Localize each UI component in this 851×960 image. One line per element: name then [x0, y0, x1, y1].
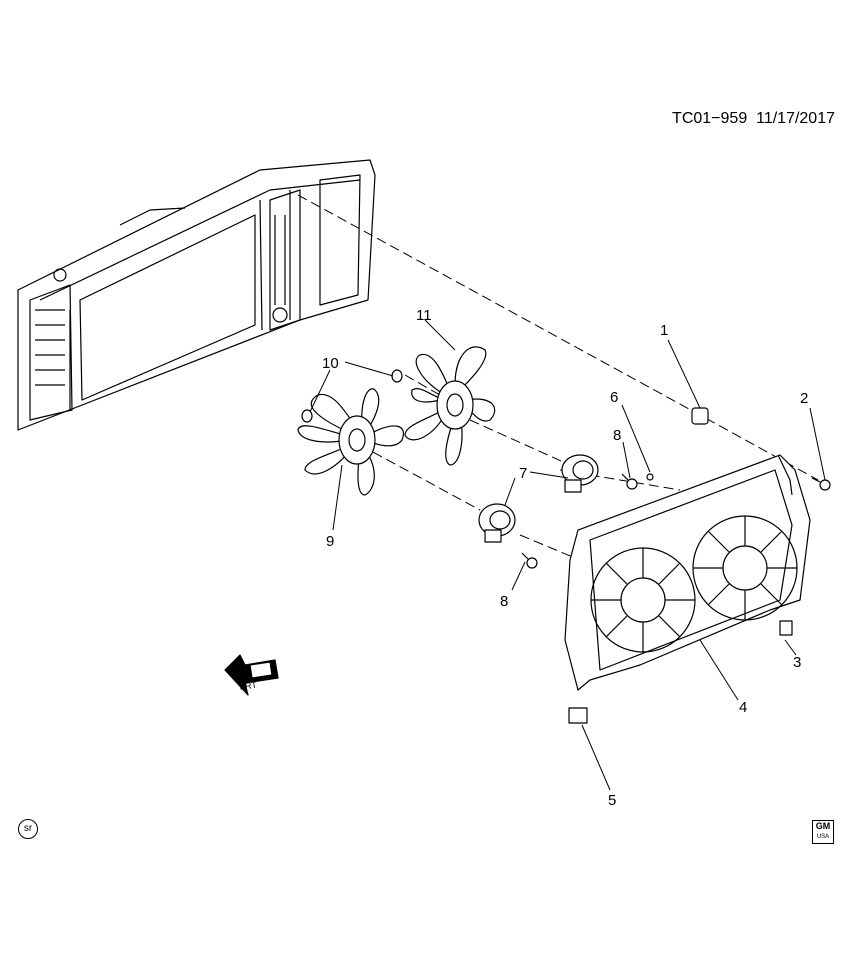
bolt-8-lower [521, 552, 538, 569]
diagram-code: TC01−959 [672, 110, 748, 127]
callout-labels: 1 2 3 4 5 6 7 8 8 9 10 11 FRT [239, 307, 808, 809]
fan-blade-11 [404, 346, 496, 466]
nut-6 [646, 473, 654, 481]
bolt-8-upper [621, 473, 638, 490]
clip-3 [779, 620, 793, 636]
callout-4: 4 [739, 699, 747, 716]
sr-badge: sr [18, 819, 38, 839]
callout-5: 5 [608, 792, 616, 809]
callout-3: 3 [793, 654, 801, 671]
callout-8-lower: 8 [500, 593, 508, 610]
fan-shroud-4 [564, 454, 811, 691]
clip-5 [568, 707, 588, 724]
bolt-2 [811, 477, 831, 491]
callout-10: 10 [322, 355, 339, 372]
diagram-date: 11/17/2017 [756, 110, 835, 127]
callout-2: 2 [800, 390, 808, 407]
front-arrow-label: FRT [239, 680, 258, 692]
washer-10 [301, 369, 403, 423]
callout-6: 6 [610, 389, 618, 406]
insulator-1 [691, 407, 709, 425]
front-arrow [224, 654, 279, 696]
callout-7: 7 [519, 465, 527, 482]
diagram-reference: TC01−959 11/17/2017 [672, 110, 835, 128]
callout-9: 9 [326, 533, 334, 550]
gm-logo-bottom: USA [816, 834, 830, 840]
callout-11: 11 [416, 307, 432, 324]
callout-8-upper: 8 [613, 427, 621, 444]
radiator-support [17, 159, 376, 431]
gm-logo: GM USA [812, 820, 834, 844]
fan-motor-lower [478, 503, 516, 543]
leader-lines [309, 319, 826, 791]
fan-motor-upper [561, 454, 599, 493]
fan-blade-9 [297, 388, 404, 496]
callout-1: 1 [660, 322, 668, 339]
gm-logo-top: GM [815, 821, 831, 831]
